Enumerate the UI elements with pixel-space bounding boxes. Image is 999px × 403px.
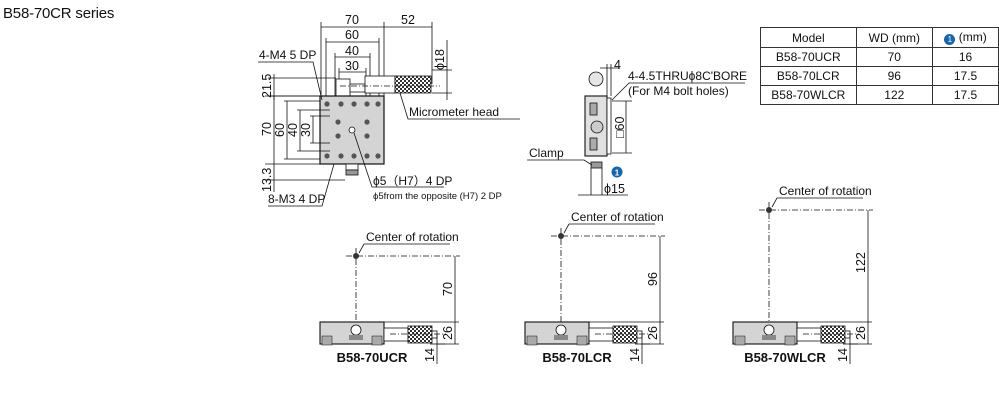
table-row: B58-70WLCR 122 17.5 [760,85,999,105]
dim-height-70: 70 [260,122,274,136]
cell-dim1: 16 [932,47,999,67]
micrometer-sleeve [588,327,614,342]
header-model: Model [760,27,857,48]
dim-width-70: 70 [345,13,359,27]
stage-clamp [762,335,776,340]
micrometer-thimble [612,325,638,344]
label-m3-taps: 8-M3 4 DP [268,192,325,206]
dim-height-26: 26 [854,326,868,340]
label-center-of-rotation: Center of rotation [571,210,664,224]
label-clamp: Clamp [529,146,564,160]
top-view-labels: 70 52 60 40 30 ϕ18 21.5 70 60 40 30 13.3… [259,13,502,206]
front-view-b58-70lcr: Center of rotation 96 26 14 B58-70LCR [524,210,665,365]
series-title: B58-70CR series [3,5,115,22]
label-m4-taps: 4-M4 5 DP [259,48,316,62]
badge-1-icon [611,166,623,178]
header-badge-mm: 1 (mm) [932,27,999,48]
stage-clamp [349,335,363,340]
side-view-labels: 4 4-4.5THRUϕ8C'BORE (For M4 bolt holes) … [529,58,747,196]
stage-foot [371,335,383,346]
dim-height-26: 26 [646,326,660,340]
stage-foot [784,335,796,346]
badge-1-text: 1 [615,169,620,178]
cell-wd: 122 [855,85,934,105]
cell-dim1: 17.5 [932,85,999,105]
label-pin-hole-note: ϕ5from the opposite (H7) 2 DP [373,191,502,202]
stage-foot [321,335,333,346]
model-caption: B58-70UCR [337,350,408,365]
cell-dim1: 17.5 [932,66,999,86]
stage-clamp [554,335,568,340]
rotation-knob [763,324,775,336]
table-row: B58-70UCR 70 16 [760,47,999,67]
micrometer-sleeve [796,327,822,342]
dim-offset-14: 14 [628,348,642,362]
micrometer-sleeve [383,327,409,342]
stage-foot [734,335,746,346]
micrometer-thimble [407,325,433,344]
dim-wd: 96 [646,272,660,286]
side-view [527,64,745,196]
micrometer-end [636,330,643,339]
cell-model: B58-70LCR [760,66,857,86]
table-row: B58-70LCR 96 17.5 [760,66,999,86]
dim-micrometer-52: 52 [401,13,415,27]
label-thru-note: (For M4 bolt holes) [628,84,729,98]
dim-phi18: ϕ18 [433,49,447,70]
stage-foot [576,335,588,346]
micrometer-thimble [820,325,846,344]
spec-table-header: Model WD (mm) 1 (mm) [760,27,999,48]
dim-height-40: 40 [286,123,300,137]
label-center-of-rotation: Center of rotation [366,230,459,244]
label-thru-holes: 4-4.5THRUϕ8C'BORE [628,69,747,83]
dim-wd: 122 [854,252,868,273]
dim-height-30: 30 [299,123,313,137]
label-pin-hole: ϕ5（H7）4 DP [373,174,452,188]
micrometer-end [844,330,851,339]
header-wd: WD (mm) [855,27,934,48]
dim-offset-14: 14 [423,348,437,362]
dim-4: 4 [614,58,621,72]
dim-phi15: ϕ15 [604,182,625,196]
front-view-b58-70ucr: Center of rotation 70 26 14 B58-70UCR [319,230,460,365]
model-caption: B58-70LCR [542,350,612,365]
dim-square-60: □60 [613,116,627,138]
spec-table: Model WD (mm) 1 (mm) B58-70UCR 70 16 B58… [760,27,999,105]
cell-model: B58-70WLCR [760,85,857,105]
front-view-b58-70wlcr: Center of rotation 122 26 14 B58-70WLCR [732,184,873,365]
dim-offset-14: 14 [836,348,850,362]
stage-foot [526,335,538,346]
dim-width-60: 60 [345,28,359,42]
dim-width-30: 30 [345,59,359,73]
label-micrometer-head: Micrometer head [409,105,499,119]
center-of-rotation-marker [766,207,772,213]
dim-width-40: 40 [345,44,359,58]
cell-model: B58-70UCR [760,47,857,67]
dim-wd: 70 [441,282,455,296]
dim-height-26: 26 [441,326,455,340]
micrometer-end [431,330,438,339]
front-views: Center of rotation702614B58-70UCRCenter … [319,184,873,365]
cell-wd: 70 [855,47,934,67]
cell-wd: 96 [855,66,934,86]
dim-13-3: 13.3 [260,168,274,192]
rotation-knob [350,324,362,336]
center-of-rotation-marker [558,233,564,239]
model-caption: B58-70WLCR [744,350,826,365]
dim-21-5: 21.5 [260,74,274,98]
rotation-knob [555,324,567,336]
header-unit: (mm) [958,30,987,44]
dim-height-60: 60 [273,123,287,137]
badge-1-icon: 1 [944,34,956,45]
label-center-of-rotation: Center of rotation [779,184,872,198]
top-view [258,22,520,207]
center-of-rotation-marker [353,253,359,259]
